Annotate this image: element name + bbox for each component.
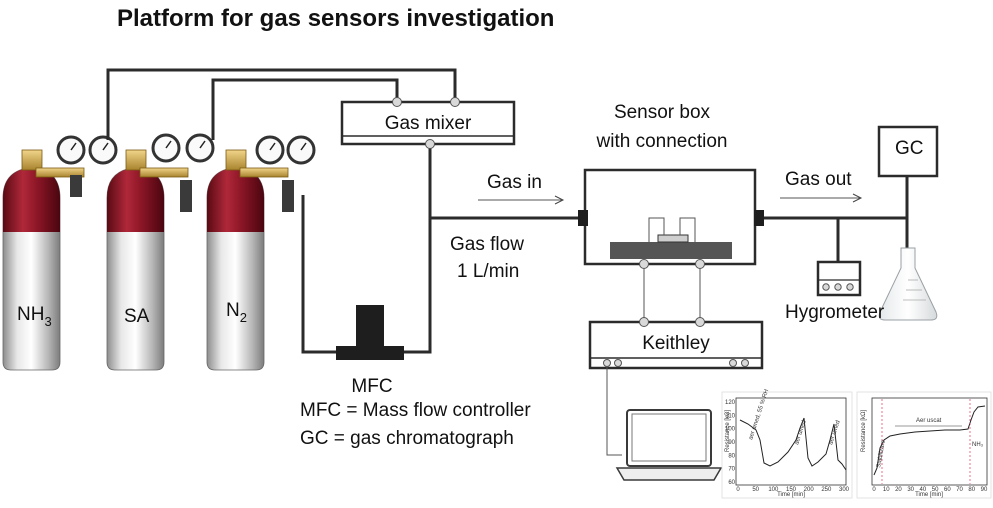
gas-lines [106, 68, 909, 354]
hygrometer-device [816, 260, 862, 297]
hygrometer-label: Hygrometer [785, 302, 885, 323]
graph1-x-tick: 150 [786, 487, 797, 493]
graph2-x-tick: 90 [981, 487, 988, 493]
legend-mfc: MFC = Mass flow controller [300, 400, 531, 421]
graph1-y-tick: 70 [728, 467, 735, 473]
gas-in-label: Gas in [487, 172, 542, 193]
cylinder-nh3: NH3 [2, 149, 85, 371]
gas-mixer: Gas mixer [340, 97, 516, 149]
graph1-y-tick: 120 [725, 400, 736, 406]
sensor-box [578, 168, 764, 269]
graph1-x-tick: 100 [768, 487, 779, 493]
mfc-label: MFC [351, 376, 392, 397]
graph1-x-tick: 0 [736, 487, 740, 493]
graph2-xlabel: Time [min] [915, 492, 943, 498]
svg-text:NH₃: NH₃ [972, 442, 984, 448]
graph1-y-tick: 90 [728, 440, 735, 446]
graph2-x-tick: 40 [920, 487, 927, 493]
graph2-x-tick: 30 [907, 487, 914, 493]
gas-flow-label: Gas flow [450, 234, 524, 255]
cylinder-sa-label: SA [124, 306, 150, 327]
graph1-xlabel: Time [min] [777, 492, 805, 498]
gc-box: GC [877, 125, 939, 178]
graph2-x-tick: 20 [895, 487, 902, 493]
gauge-icon [56, 133, 316, 165]
graph2-ylabel: Resistance [kΩ] [861, 410, 867, 453]
cylinder-sa: SA [106, 149, 192, 371]
graph2-x-tick: 0 [872, 487, 876, 493]
graph2-x-tick: 70 [956, 487, 963, 493]
flask-icon [878, 247, 938, 321]
graph1-x-tick: 250 [821, 487, 832, 493]
diagram-title: Platform for gas sensors investigation [117, 5, 554, 32]
graph1-ylabel: Resistance [kΩ] [725, 410, 731, 453]
graph2-x-tick: 80 [968, 487, 975, 493]
keithley-label: Keithley [642, 333, 710, 354]
gc-label: GC [895, 138, 924, 159]
graph2-x-tick: 60 [944, 487, 951, 493]
mfc-device [336, 305, 404, 360]
sensor-box-subtitle: with connection [596, 131, 728, 152]
laptop-icon [615, 409, 723, 481]
legend-gc: GC = gas chromatograph [300, 428, 514, 449]
cylinder-n2: N2 [206, 149, 294, 371]
graph2-annotation: Aer uscat [916, 418, 942, 424]
keithley-device: Keithley [588, 317, 764, 370]
graph1-x-tick: 200 [804, 487, 815, 493]
graph2-x-tick: 10 [883, 487, 890, 493]
cylinder-n2-label: N2 [226, 300, 247, 325]
graph1-y-tick: 110 [725, 413, 735, 419]
response-graph-2: 0 10 20 30 40 50 60 70 80 90 Aer uscat Stabilizar… [856, 391, 992, 499]
graph1-x-tick: 300 [839, 487, 850, 493]
gas-out-label: Gas out [785, 169, 852, 190]
gas-flow-rate: 1 L/min [457, 261, 519, 282]
graph1-y-tick: 80 [728, 453, 735, 459]
graph2-x-tick: 50 [932, 487, 939, 493]
graph1-y-tick: 60 [728, 480, 735, 486]
gas-mixer-label: Gas mixer [385, 113, 472, 134]
svg-text:Stabilizare: Stabilizare [876, 439, 887, 468]
graph1-x-tick: 50 [752, 487, 759, 493]
sensor-box-title: Sensor box [614, 102, 711, 123]
cylinder-nh3-label: NH3 [17, 304, 52, 329]
graph1-y-tick: 100 [725, 427, 736, 433]
